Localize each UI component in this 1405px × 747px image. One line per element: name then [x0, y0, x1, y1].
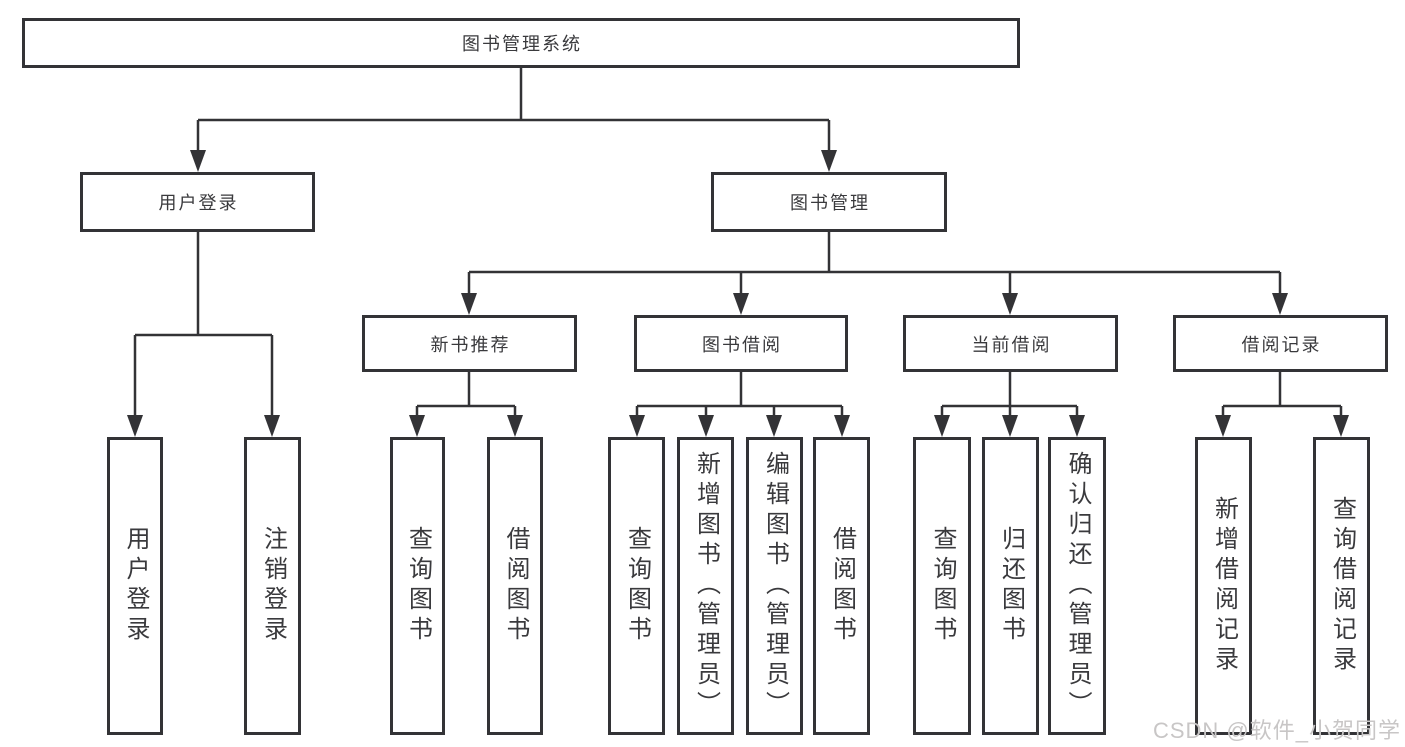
leaf-label: 查询图书: [929, 526, 956, 646]
leaf-label: 查询图书: [404, 526, 432, 646]
leaf-label: 借阅图书: [502, 526, 529, 646]
leaf-current-confirm-return-admin: 确认归还（管理员）: [1048, 437, 1106, 735]
leaf-label: 新增图书（管理员）: [692, 451, 720, 721]
arrowheads-leaves: [409, 415, 1349, 437]
leaf-records-query-record: 查询借阅记录: [1313, 437, 1370, 735]
leaf-user-login: 用户登录: [107, 437, 163, 735]
node-label: 图书管理系统: [462, 34, 582, 54]
leaf-current-query-books: 查询图书: [913, 437, 971, 735]
node-book-management: 图书管理: [711, 172, 947, 232]
leaf-label: 确认归还（管理员）: [1064, 451, 1091, 721]
node-user-login: 用户登录: [80, 172, 315, 232]
leaf-records-add-record: 新增借阅记录: [1195, 437, 1252, 735]
connector-root-to-level2: [196, 67, 831, 168]
leaf-borrowing-add-books-admin: 新增图书（管理员）: [677, 437, 734, 735]
connector-records-branch: [1221, 372, 1343, 433]
leaf-borrowing-query-books: 查询图书: [608, 437, 665, 735]
leaf-borrowing-edit-books-admin: 编辑图书（管理员）: [746, 437, 803, 735]
node-book-borrowing: 图书借阅: [634, 315, 848, 372]
leaf-label: 查询借阅记录: [1328, 496, 1356, 676]
arrowheads-level3: [461, 293, 1288, 315]
node-label: 借阅记录: [1241, 334, 1322, 355]
leaf-logout-login: 注销登录: [244, 437, 301, 735]
node-new-book-recommend: 新书推荐: [362, 315, 577, 372]
node-label: 用户登录: [158, 193, 239, 213]
leaf-label: 归还图书: [997, 526, 1025, 646]
node-label: 图书借阅: [702, 334, 782, 355]
node-label: 图书管理: [790, 193, 870, 213]
leaf-recommend-borrow-books: 借阅图书: [487, 437, 543, 735]
node-library-management-system: 图书管理系统: [22, 18, 1020, 68]
node-label: 当前借阅: [971, 334, 1052, 355]
leaf-label: 编辑图书（管理员）: [761, 451, 789, 721]
leaf-label: 注销登录: [259, 526, 287, 646]
leaf-borrowing-borrow-books: 借阅图书: [813, 437, 870, 735]
node-label: 新书推荐: [430, 334, 511, 355]
leaf-label: 借阅图书: [828, 526, 856, 646]
node-borrowing-records: 借阅记录: [1173, 315, 1388, 372]
node-current-borrowing: 当前借阅: [903, 315, 1118, 372]
connector-user-login-branch: [133, 232, 274, 433]
connector-borrowing-branch: [635, 372, 844, 433]
csdn-watermark: CSDN @软件_小贺同学: [1152, 718, 1401, 743]
leaf-label: 查询图书: [623, 526, 651, 646]
leaf-current-return-books: 归还图书: [982, 437, 1039, 735]
leaf-label: 新增借阅记录: [1210, 496, 1238, 676]
leaf-recommend-query-books: 查询图书: [390, 437, 445, 735]
connector-recommend-branch: [415, 372, 517, 433]
leaf-label: 用户登录: [122, 526, 149, 646]
arrowheads-user-login-branch: [127, 415, 280, 437]
connector-book-management-branch: [467, 232, 1282, 311]
arrowheads-level2: [190, 150, 837, 172]
